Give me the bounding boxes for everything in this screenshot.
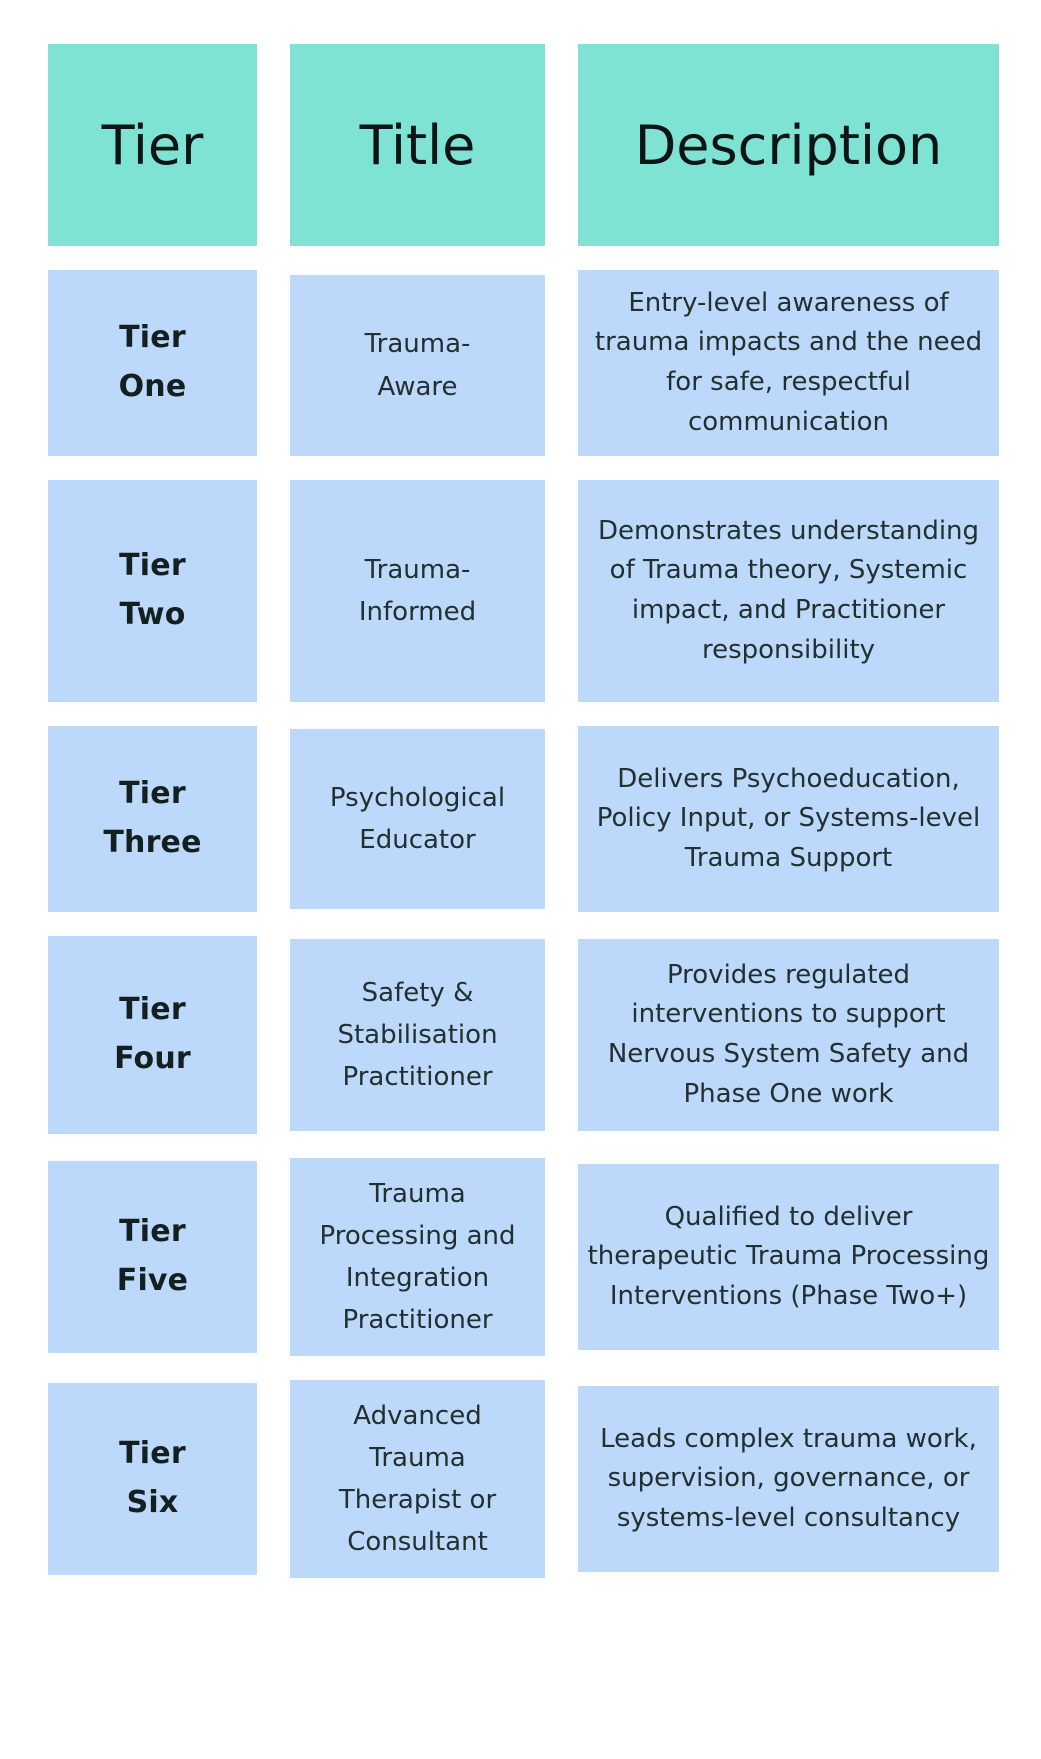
column-header-tier: Tier	[48, 44, 257, 246]
cell-title: Trauma Processing and Integration Practi…	[290, 1158, 545, 1356]
cell-description: Demonstrates understanding of Trauma the…	[578, 480, 999, 702]
table-row: Tier Five Trauma Processing and Integrat…	[48, 1158, 999, 1356]
cell-tier: Tier One	[48, 270, 257, 456]
cell-tier: Tier Five	[48, 1161, 257, 1353]
column-header-title: Title	[290, 44, 545, 246]
cell-title: Trauma- Informed	[290, 480, 545, 702]
cell-description: Provides regulated interventions to supp…	[578, 939, 999, 1131]
cell-title: Safety & Stabilisation Practitioner	[290, 939, 545, 1131]
table-row: Tier Six Advanced Trauma Therapist or Co…	[48, 1380, 999, 1578]
cell-description: Entry-level awareness of trauma impacts …	[578, 270, 999, 456]
cell-title: Advanced Trauma Therapist or Consultant	[290, 1380, 545, 1578]
cell-tier: Tier Four	[48, 936, 257, 1134]
table-row: Tier Two Trauma- Informed Demonstrates u…	[48, 480, 999, 702]
cell-title: Trauma- Aware	[290, 275, 545, 456]
cell-description: Leads complex trauma work, supervision, …	[578, 1386, 999, 1572]
cell-tier: Tier Three	[48, 726, 257, 912]
table-row: Tier Four Safety & Stabilisation Practit…	[48, 936, 999, 1134]
table-header-row: Tier Title Description	[48, 44, 999, 246]
cell-title: Psychological Educator	[290, 729, 545, 909]
table-row: Tier Three Psychological Educator Delive…	[48, 726, 999, 912]
table-row: Tier One Trauma- Aware Entry-level aware…	[48, 270, 999, 456]
cell-description: Qualified to deliver therapeutic Trauma …	[578, 1164, 999, 1350]
cell-tier: Tier Two	[48, 480, 257, 702]
cell-tier: Tier Six	[48, 1383, 257, 1575]
column-header-description: Description	[578, 44, 999, 246]
cell-description: Delivers Psychoeducation, Policy Input, …	[578, 726, 999, 912]
